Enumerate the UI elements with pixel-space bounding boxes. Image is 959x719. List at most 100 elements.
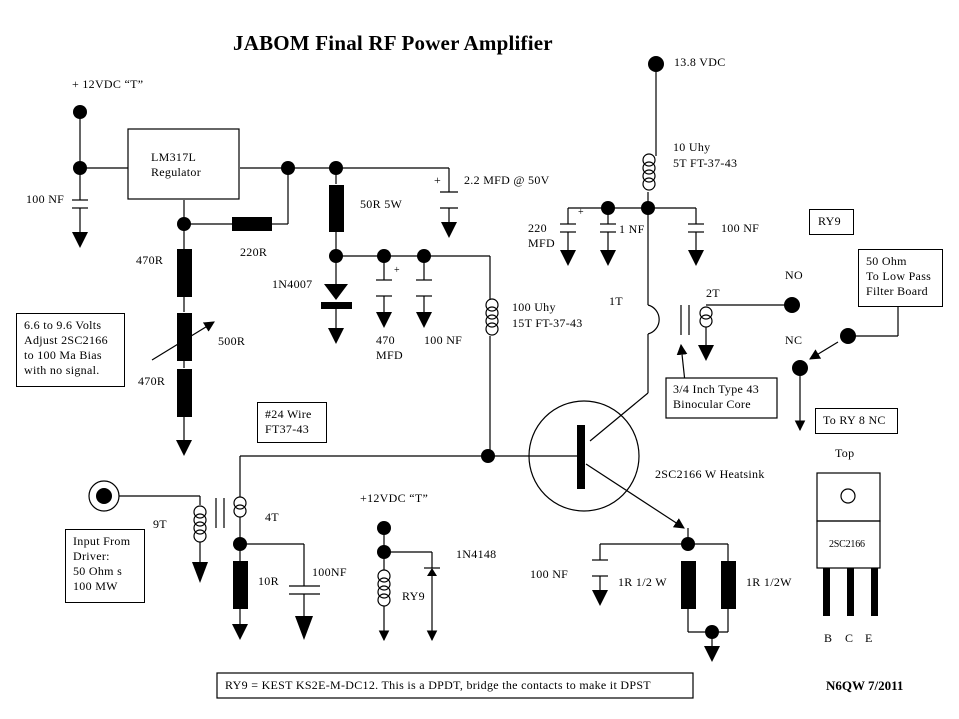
diode-1n4148-triangle: [427, 568, 437, 576]
lm317l-regulator-body: [127, 128, 240, 200]
cap-1nf-symbol: [600, 223, 616, 233]
relay-common-contact: [840, 328, 856, 344]
input-connector-center: [96, 488, 112, 504]
collector-choke-line1: 10 Uhy: [673, 140, 711, 154]
primary-turns-label: 1T: [609, 294, 623, 308]
junction-dot: [705, 625, 719, 639]
cap-470mfd-symbol: [376, 279, 392, 297]
cap-1nf-label: 1 NF: [619, 222, 645, 236]
collector-supply-label: 13.8 VDC: [674, 55, 726, 69]
input-cap-100nf-label: 100NF: [312, 565, 347, 579]
lpf-output-note: 50 Ohm To Low Pass Filter Board: [858, 249, 943, 307]
ground-icon: [416, 312, 432, 328]
junction-dot: [601, 201, 615, 215]
pin-b-label: B: [824, 631, 833, 645]
package-lead-e: [871, 568, 878, 616]
cap-2-2mfd-symbol: [440, 191, 458, 209]
emitter-cap-100nf-symbol: [592, 559, 608, 577]
plus-sign: +: [578, 207, 584, 218]
ground-icon: [600, 250, 616, 266]
cap-100nf-collector-symbol: [688, 223, 704, 233]
bias-supply-label: + 12VDC “T”: [72, 77, 144, 91]
input-cap-100nf-symbol: [72, 199, 88, 209]
relay-supply-label: +12VDC “T”: [360, 491, 429, 505]
relay-no-contact: [784, 297, 800, 313]
bias-supply-wires: [79, 112, 491, 456]
cap-220mfd-symbol: [560, 223, 576, 233]
ground-icon: [592, 590, 608, 606]
resistor-220r: [232, 217, 272, 231]
base-choke-line2: 15T FT-37-43: [512, 316, 583, 330]
secondary-4t-label: 4T: [265, 510, 279, 524]
pin-e-label: E: [865, 631, 873, 645]
binocular-core-lines: [680, 305, 690, 335]
supply-terminal-12v: [73, 105, 87, 119]
relay-id-box: RY9: [809, 209, 854, 235]
emitter-r1-label: 1R 1/2 W: [618, 575, 667, 589]
emitter-arrow: [585, 463, 685, 529]
junction-dot: [641, 201, 655, 215]
junction-dot: [377, 545, 391, 559]
pot-label: 500R: [218, 334, 246, 348]
ground-icon: [698, 345, 714, 361]
ground-icon: [232, 624, 248, 640]
ground-icon: [704, 646, 720, 662]
ground-icon: [441, 222, 457, 238]
diode-1n4007-triangle: [324, 284, 348, 300]
page-title: JABOM Final RF Power Amplifier: [233, 31, 553, 55]
resistor-470r-bottom: [177, 369, 192, 417]
junction-dots: [73, 56, 856, 639]
relay-coil: [377, 569, 391, 607]
resistor-1r-a: [681, 561, 696, 609]
transistor-base-bar: [577, 425, 585, 489]
junction-dot: [281, 161, 295, 175]
ground-icon: [328, 328, 344, 344]
ground-icon: [295, 616, 313, 640]
base-choke-coil: [485, 298, 499, 336]
wire-note: #24 Wire FT37-43: [257, 402, 327, 443]
package-lead-c: [847, 568, 854, 616]
bias-adjust-note: 6.6 to 9.6 Volts Adjust 2SC2166 to 100 M…: [16, 313, 125, 387]
output-transformer-secondary: [699, 306, 713, 328]
input-cap-label: 100 NF: [26, 192, 65, 206]
resistor-10r-label: 10R: [258, 574, 279, 588]
potentiometer-500r[interactable]: [177, 313, 192, 361]
regulator-label-line1: LM317L: [151, 150, 197, 164]
author-signature: N6QW 7/2011: [826, 678, 904, 693]
package-lead-b: [823, 568, 830, 616]
emitter-r2-label: 1R 1/2W: [746, 575, 792, 589]
input-core-lines: [215, 498, 225, 528]
regulator-label-line2: Regulator: [151, 165, 202, 179]
r-top-label: 470R: [136, 253, 164, 267]
cap-470-label-line2: MFD: [376, 348, 403, 362]
relay-coil-label: RY9: [402, 589, 425, 603]
diode-1n4148-label: 1N4148: [456, 547, 497, 561]
input-note: Input From Driver: 50 Ohm s 100 MW: [65, 529, 145, 603]
output-transformer-primary: [647, 304, 660, 335]
ground-icon: [192, 562, 208, 583]
no-label: NO: [785, 268, 803, 282]
ground-icon: [376, 312, 392, 328]
cap-220-label-line1: 220: [528, 221, 547, 235]
secondary-turns-label: 2T: [706, 286, 720, 300]
junction-dot: [73, 161, 87, 175]
supply-terminal-13-8v: [648, 56, 664, 72]
junction-dot: [329, 161, 343, 175]
resistor-10r: [233, 561, 248, 609]
junction-dot: [481, 449, 495, 463]
supply-terminal-relay: [377, 521, 391, 535]
input-transformer-secondary: [233, 496, 247, 518]
nc-label: NC: [785, 333, 803, 347]
dropper-label: 50R 5W: [360, 197, 403, 211]
input-cap-100nf-symbol: [289, 585, 320, 595]
collector-choke-line2: 5T FT-37-43: [673, 156, 738, 170]
footer-note: RY9 = KEST KS2E-M-DC12. This is a DPDT, …: [225, 678, 651, 692]
plus-sign: +: [394, 265, 400, 276]
to-ry8-note: To RY 8 NC: [815, 408, 898, 434]
junction-dot: [329, 249, 343, 263]
transistor-label: 2SC2166 W Heatsink: [655, 467, 765, 481]
junction-dot: [681, 537, 695, 551]
ground-icon: [72, 232, 88, 248]
ground-icon: [176, 440, 192, 456]
cap-220-label-line2: MFD: [528, 236, 555, 250]
